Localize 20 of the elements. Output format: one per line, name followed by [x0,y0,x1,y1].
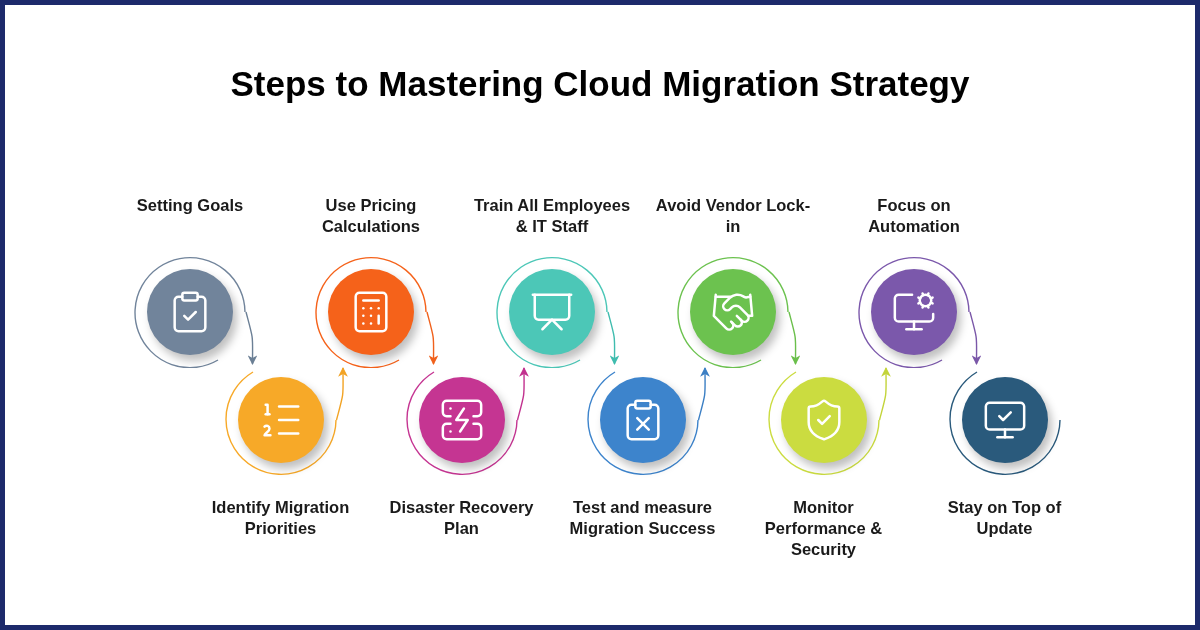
step-label: Setting Goals [135,195,245,216]
arrow [607,311,620,365]
step-label: Avoid Vendor Lock-in [654,195,812,237]
step-label: Disaster Recovery Plan [388,497,535,539]
step-label: Identify Migration Priorities [210,497,351,539]
arrow [788,311,801,365]
arrow [516,367,529,421]
arrow [426,311,439,365]
step-label: Test and measure Migration Success [568,497,717,539]
step-label: Stay on Top of Update [946,497,1063,539]
arrow [335,367,348,421]
arrow [878,367,891,421]
arrow [245,311,258,365]
step-label: Focus on Automation [867,195,961,237]
title: Steps to Mastering Cloud Migration Strategy [230,63,970,105]
arrow [697,367,710,421]
step-label: Use Pricing Calculations [320,195,422,237]
step-label: Train All Employees & IT Staff [472,195,632,237]
arrow [969,311,982,365]
step-label: Monitor Performance & Security [763,497,884,560]
